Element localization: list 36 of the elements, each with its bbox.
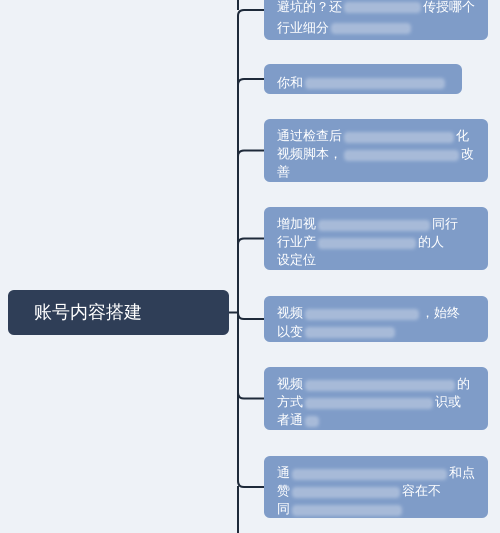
subtopic-box	[264, 119, 488, 182]
subtopic-text: 善	[277, 164, 290, 182]
subtopic-text: 同行	[432, 216, 458, 234]
subtopic-text: 行业细分	[277, 20, 329, 38]
subtopic-text: 识或	[435, 394, 461, 412]
subtopic-text: 视频脚本，	[277, 146, 342, 164]
subtopic-text: 视频	[277, 305, 303, 324]
topic-text: 账号内容搭建	[34, 302, 142, 324]
subtopic-box	[264, 207, 488, 270]
subtopic-text: 视频	[277, 376, 303, 394]
subtopic-text: 化	[456, 128, 469, 146]
subtopic-text: 行业产	[277, 234, 316, 252]
subtopic-text: 容在不	[402, 483, 441, 501]
subtopic-box	[264, 64, 462, 94]
subtopic-text: 赞	[277, 483, 290, 501]
subtopic-text: 以变	[277, 324, 303, 342]
subtopic-text: 通	[277, 465, 290, 483]
subtopic-text: 者通	[277, 412, 303, 430]
subtopic-text: 改	[461, 146, 474, 164]
subtopic-box	[264, 296, 488, 342]
subtopic-text: 同	[277, 501, 290, 519]
subtopic-text: 增加视	[277, 216, 316, 234]
subtopic-box	[264, 456, 488, 518]
subtopic-text: 和点	[449, 465, 475, 483]
subtopic-text: ，始终	[421, 305, 460, 324]
subtopic-text: 的人	[418, 234, 444, 252]
subtopic-text: 方式	[277, 394, 303, 412]
subtopic-box	[264, 367, 488, 430]
subtopic-box	[264, 0, 488, 40]
subtopic-text: 的	[457, 376, 470, 394]
subtopic-text: 设定位	[277, 252, 316, 270]
connector-line	[229, 312, 264, 488]
subtopic-text: 你和	[277, 74, 303, 92]
root-topic-box	[8, 290, 229, 335]
subtopic-text: 通过检查后	[277, 128, 342, 146]
subtopic-text: 传授哪个	[423, 0, 475, 16]
